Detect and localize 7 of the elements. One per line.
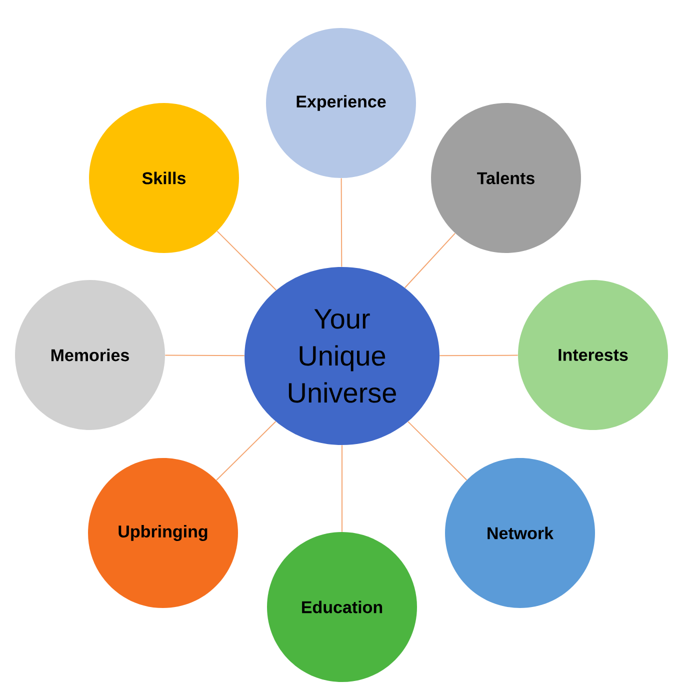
connector-line	[439, 354, 518, 356]
connector-line	[404, 232, 456, 288]
connector-line	[164, 354, 245, 356]
connector-line	[216, 421, 276, 481]
connector-line	[216, 230, 277, 291]
connector-line	[408, 421, 468, 480]
connector-line	[340, 178, 342, 268]
